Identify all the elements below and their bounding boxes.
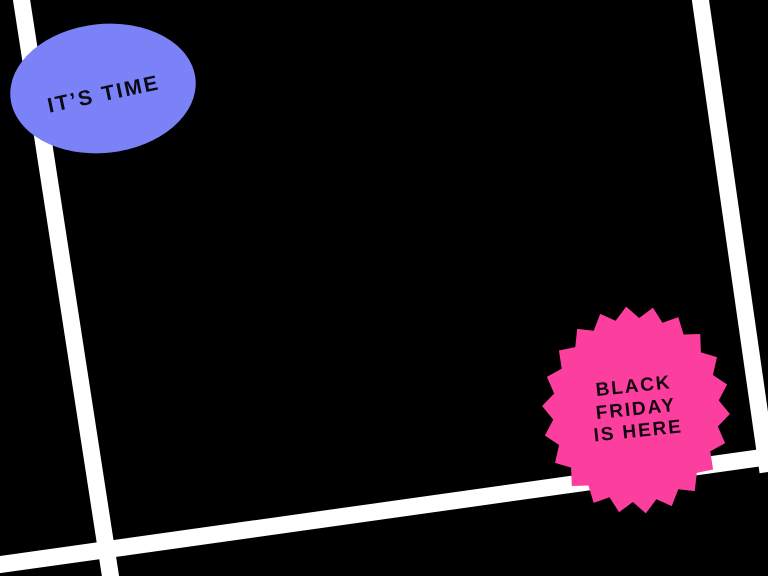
right-vertical-stripe (691, 0, 768, 474)
black-friday-badge[interactable]: BLACK FRIDAY IS HERE (542, 306, 730, 514)
its-time-badge-label: IT’S TIME (45, 71, 162, 118)
starburst-shape-icon (542, 306, 730, 514)
